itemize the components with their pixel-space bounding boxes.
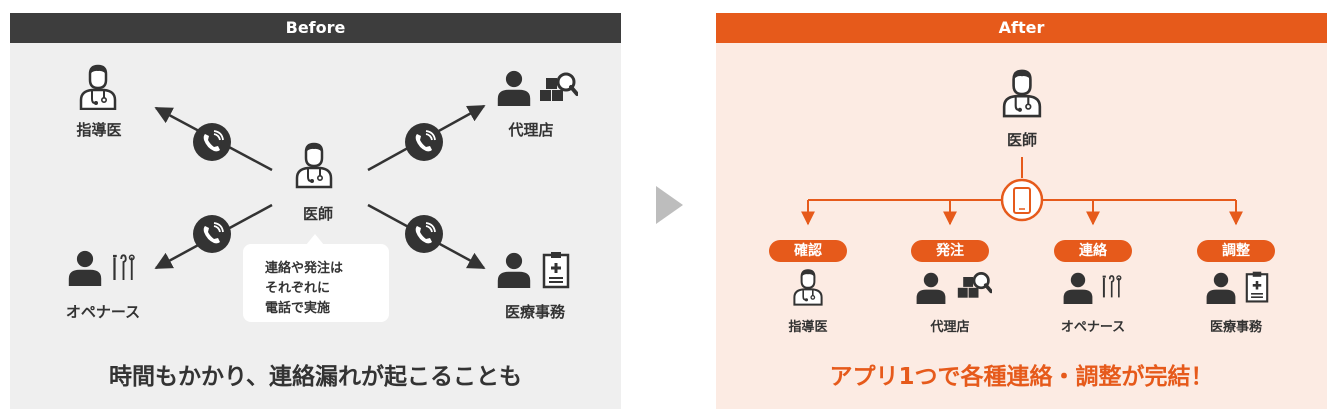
phone-icon [192,214,232,254]
person-icon [497,252,531,288]
surgical-tools-icon [111,253,136,282]
tag-confirm: 確認 [769,240,847,262]
doctor-icon [793,268,823,306]
before-caption: 時間もかかり、連絡漏れが起こることも [108,364,523,390]
tag-adjust: 調整 [1197,240,1275,262]
tag-order: 発注 [911,240,989,262]
speech-bubble-text: 連絡や発注は それぞれに 電話で実施 [265,261,344,316]
person-icon [68,250,102,286]
smartphone-icon [1013,187,1031,214]
before-node-bottom-left: オペナース [65,303,141,321]
tag-contact: 連絡 [1054,240,1132,262]
person-icon [497,70,531,106]
smartphone-circle [1000,178,1044,222]
after-node-label: 代理店 [930,320,970,335]
person-icon [916,272,946,304]
boxes-magnifier-icon [538,72,578,103]
clipboard-icon [1245,270,1269,303]
speech-bubble [243,244,389,322]
phone-icon [192,122,232,162]
after-caption: アプリ1つで各種連絡・調整が完結！ [829,364,1214,390]
boxes-magnifier-icon [956,271,992,300]
doctor-icon [295,141,333,189]
person-icon [1063,272,1093,304]
doctor-icon [79,64,117,110]
doctor-icon [1002,68,1042,118]
before-center-label: 医師 [302,205,334,223]
before-node-bottom-right: 医療事務 [504,303,566,321]
after-header: After [716,13,1327,43]
before-header: Before [10,13,621,43]
speech-bubble-tail [306,234,324,245]
after-node-label: オペナース [1060,320,1126,335]
person-icon [1206,272,1236,304]
before-node-top-right: 代理店 [508,121,554,139]
after-center-label: 医師 [1006,131,1038,149]
after-node-label: 指導医 [788,320,828,335]
before-node-top-left: 指導医 [76,121,122,139]
phone-icon [404,214,444,254]
after-node-label: 医療事務 [1209,320,1263,335]
phone-icon [404,122,444,162]
surgical-tools-icon [1101,274,1123,299]
clipboard-icon [542,250,570,289]
transition-arrow-icon [656,186,683,224]
